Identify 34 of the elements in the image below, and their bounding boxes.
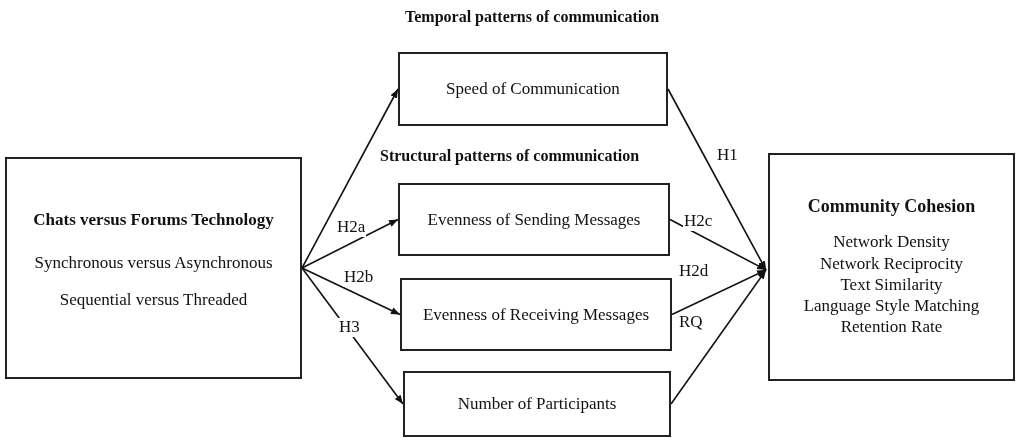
concept-box bbox=[398, 183, 670, 256]
node-text: Sequential versus Threaded bbox=[59, 289, 248, 311]
node-heading: Chats versus Forums Technology bbox=[33, 209, 274, 230]
arrow bbox=[301, 88, 399, 269]
section-heading: Temporal patterns of communication bbox=[405, 8, 660, 26]
edge-label: H2a bbox=[336, 218, 367, 237]
arrow bbox=[301, 218, 399, 269]
node-text: Retention Rate bbox=[840, 316, 943, 338]
node-text: Network Reciprocity bbox=[819, 252, 963, 274]
concept-box bbox=[768, 153, 1015, 381]
section-heading: Structural patterns of communication bbox=[380, 147, 640, 165]
arrow bbox=[669, 218, 767, 271]
node-text: Evenness of Sending Messages bbox=[427, 208, 641, 231]
node-text: Speed of Communication bbox=[446, 78, 620, 100]
node-text: Synchronous versus Asynchronous bbox=[34, 251, 273, 273]
node-heading: Community Cohesion bbox=[807, 196, 976, 218]
arrow bbox=[301, 267, 404, 405]
arrow bbox=[670, 269, 767, 405]
arrow bbox=[667, 88, 767, 271]
node-text: Evenness of Receiving Messages bbox=[422, 303, 650, 326]
concept-box bbox=[403, 371, 671, 437]
node-text: Text Similarity bbox=[840, 273, 943, 296]
arrow bbox=[671, 269, 767, 316]
node-text: Network Density bbox=[833, 231, 950, 253]
arrow bbox=[301, 267, 401, 316]
node-text: Number of Participants bbox=[457, 393, 617, 415]
edge-label: H3 bbox=[338, 318, 361, 337]
edge-label: H2b bbox=[343, 268, 375, 287]
node-text: Language Style Matching bbox=[803, 295, 980, 317]
edge-label: H2c bbox=[683, 212, 714, 231]
concept-box bbox=[400, 278, 672, 351]
edge-label: RQ bbox=[678, 313, 704, 332]
concept-box bbox=[398, 52, 668, 126]
concept-box bbox=[5, 157, 302, 379]
